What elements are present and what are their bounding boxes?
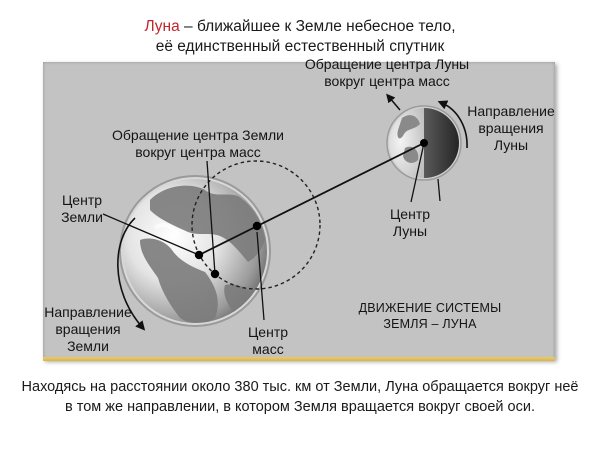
earth-globe (119, 175, 271, 327)
label-system-title-line-1: ДВИЖЕНИЕ СИСТЕМЫ (358, 301, 502, 315)
leader-earth-orbit (206, 160, 216, 275)
label-moon-center-line-1: Центр (389, 206, 431, 222)
label-moon-rotation-line-2: вращения (478, 120, 544, 136)
earth-center-dot (194, 250, 204, 260)
title-line-1-rest: – ближайшее к Земле небесное тело, (179, 18, 456, 35)
title-line-2: её единственный естественный спутник (155, 38, 445, 55)
label-earth-center: Центр Земли (50, 192, 114, 226)
label-system-title-line-2: ЗЕМЛЯ – ЛУНА (383, 317, 477, 331)
label-mass-center-line-1: Центр (247, 324, 289, 340)
label-earth-rotation-line-1: Направление (44, 304, 132, 320)
leader-moon-center (410, 142, 425, 203)
label-earth-rotation-line-3: Земли (67, 338, 109, 354)
earth-moon-connector-line (198, 142, 425, 256)
label-system-title: ДВИЖЕНИЕ СИСТЕМЫ ЗЕМЛЯ – ЛУНА (355, 300, 505, 332)
label-earth-center-line-2: Земли (61, 209, 103, 225)
label-moon-rotation: Направление вращения Луны (461, 103, 561, 154)
label-moon-rotation-line-3: Луны (493, 137, 529, 153)
moon-center-dot (420, 139, 428, 147)
label-moon-center-line-2: Луны (392, 223, 428, 239)
diagram-panel-band (43, 357, 555, 361)
label-earth-orbit-line-2: вокруг центра масс (135, 144, 261, 160)
label-earth-rotation: Направление вращения Земли (37, 304, 139, 355)
title-line-1: Луна – ближайшее к Земле небесное тело, (0, 17, 600, 37)
earth-center-orbit-dashed (191, 160, 321, 290)
mass-center-dot (210, 269, 220, 279)
leader-earth-center (102, 213, 200, 256)
label-earth-orbit: Обращение центра Земли вокруг центра мас… (98, 127, 298, 161)
label-mass-center-line-2: масс (252, 341, 284, 357)
slide-title: Луна – ближайшее к Земле небесное тело, … (0, 17, 600, 57)
caption-line-2: в том же направлении, в котором Земля вр… (65, 399, 535, 415)
label-mass-center: Центр масс (236, 324, 300, 358)
leader-mass-center (256, 231, 265, 321)
diagram-panel (43, 62, 555, 360)
title-accent-word: Луна (144, 18, 180, 35)
caption-line-1: Находясь на расстоянии около 380 тыс. км… (21, 379, 579, 395)
label-moon-orbit: Обращение центра Луны вокруг центра масс (292, 56, 482, 90)
label-moon-rotation-line-1: Направление (467, 103, 555, 119)
label-moon-orbit-line-2: вокруг центра масс (324, 73, 450, 89)
label-moon-center: Центр Луны (378, 206, 442, 240)
label-earth-center-line-1: Центр (61, 192, 103, 208)
leader-moon-rim (437, 178, 441, 202)
label-moon-orbit-line-1: Обращение центра Луны (304, 56, 470, 72)
label-earth-rotation-line-2: вращения (55, 321, 121, 337)
slide-caption: Находясь на расстоянии около 380 тыс. км… (0, 377, 600, 417)
earth-rotation-arrow-icon (117, 217, 146, 331)
moon-rotation-arrow-icon (437, 100, 468, 149)
orbit-point-dot (252, 221, 262, 231)
label-earth-orbit-line-1: Обращение центра Земли (112, 127, 284, 143)
moon-orbit-arrow-icon (386, 93, 401, 111)
